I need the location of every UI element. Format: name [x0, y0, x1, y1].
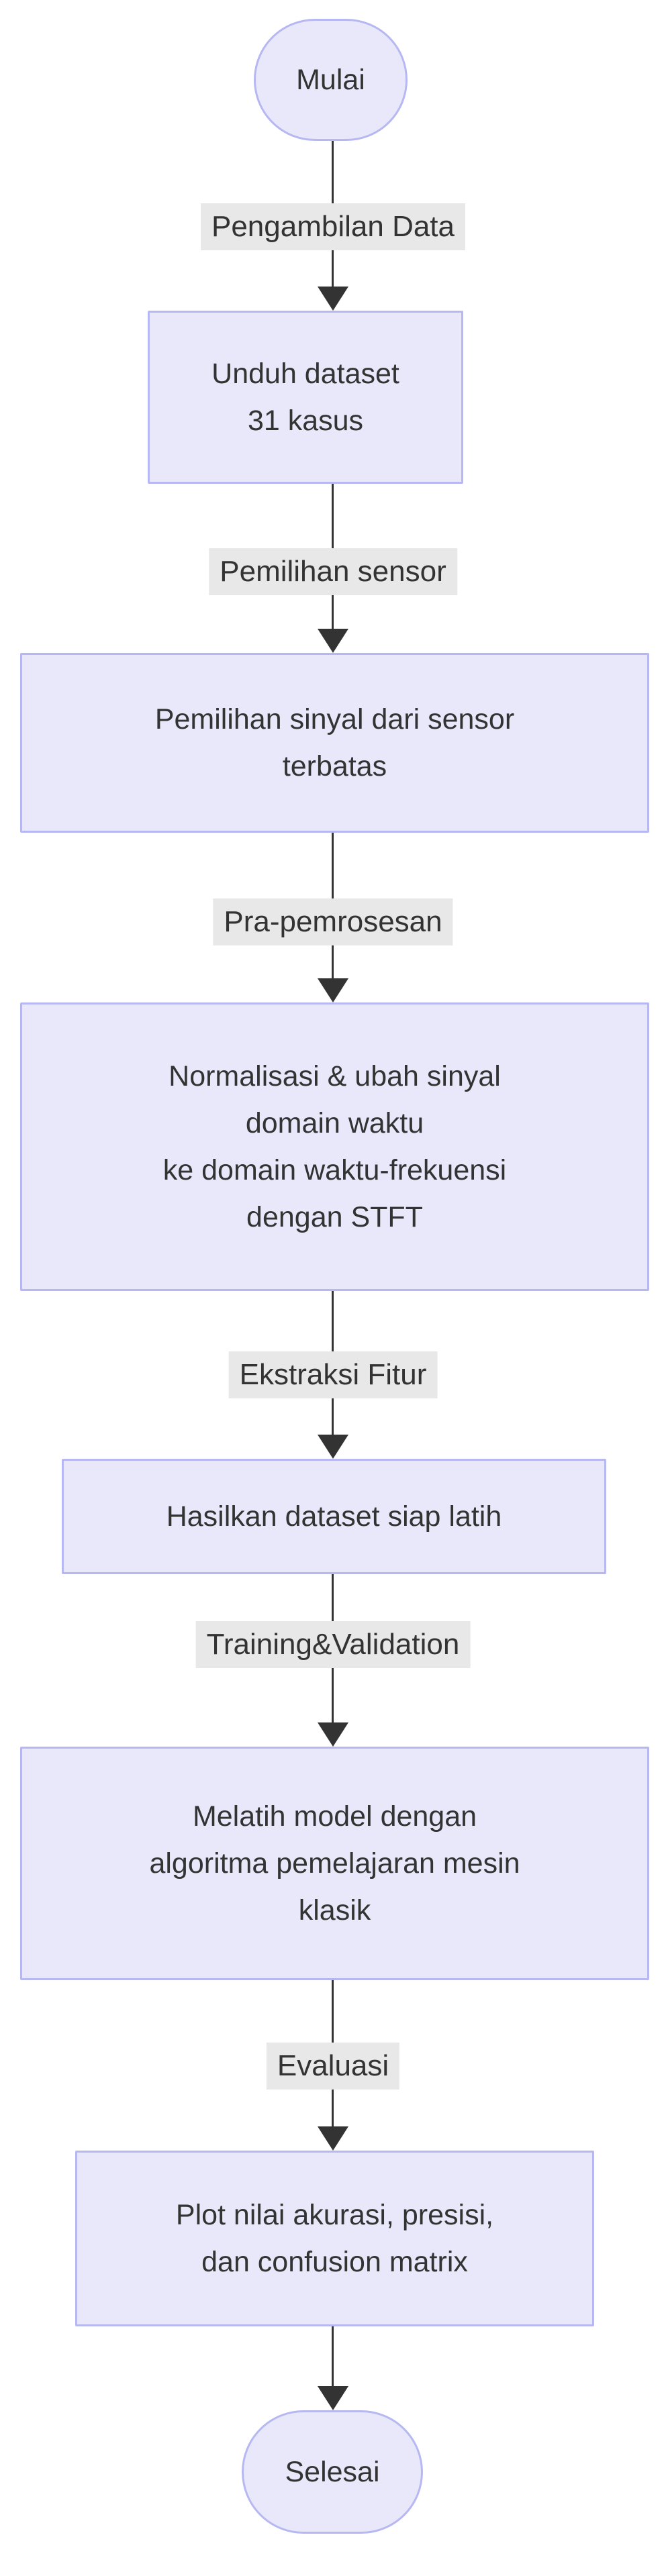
edge-line	[332, 2326, 334, 2386]
node-line: Normalisasi & ubah sinyal	[169, 1060, 501, 1092]
node-line: terbatas	[282, 750, 387, 782]
node-line: dengan STFT	[246, 1201, 423, 1233]
node-line: Plot nilai akurasi, presisi,	[175, 2199, 494, 2231]
arrowhead-down-icon	[318, 1435, 348, 1459]
node-line: 31 kasus	[247, 405, 364, 437]
edge-label-evaluasi: Evaluasi	[266, 2043, 400, 2090]
node-pemilihan-sinyal: Pemilihan sinyal dari sensor terbatas	[20, 653, 649, 833]
arrowhead-down-icon	[318, 978, 348, 1002]
node-line: Pemilihan sinyal dari sensor	[154, 703, 515, 735]
node-mulai-start: Mulai	[254, 19, 408, 141]
node-plot-evaluasi: Plot nilai akurasi, presisi, dan confusi…	[75, 2151, 594, 2326]
node-line: domain waktu	[245, 1107, 424, 1139]
edge-label-ekstraksi-fitur: Ekstraksi Fitur	[228, 1351, 438, 1398]
edge-label-pemilihan-sensor: Pemilihan sensor	[209, 548, 457, 595]
node-line: Hasilkan dataset siap latih	[166, 1500, 502, 1533]
node-label: Mulai	[296, 64, 365, 96]
node-normalisasi-stft: Normalisasi & ubah sinyal domain waktu k…	[20, 1002, 649, 1291]
node-line: algoritma pemelajaran mesin	[149, 1847, 520, 1879]
node-melatih-model: Melatih model dengan algoritma pemelajar…	[20, 1747, 649, 1980]
node-line: dan confusion matrix	[201, 2246, 468, 2278]
arrowhead-down-icon	[318, 1722, 348, 1747]
edge-label-pengambilan-data: Pengambilan Data	[200, 203, 466, 250]
node-unduh-dataset: Unduh dataset 31 kasus	[148, 311, 463, 484]
node-line: Unduh dataset	[211, 358, 399, 390]
edge-label-pra-pemrosesan: Pra-pemrosesan	[213, 898, 453, 945]
node-line: klasik	[298, 1894, 371, 1926]
node-line: Melatih model dengan	[192, 1800, 477, 1833]
arrowhead-down-icon	[318, 2126, 348, 2151]
arrowhead-down-icon	[318, 2386, 348, 2410]
edge-label-training-validation: Training&Validation	[195, 1621, 471, 1668]
node-line: ke domain waktu-frekuensi	[162, 1154, 507, 1186]
node-selesai-end: Selesai	[242, 2410, 423, 2534]
node-hasilkan-dataset: Hasilkan dataset siap latih	[62, 1459, 606, 1574]
arrowhead-down-icon	[318, 629, 348, 653]
arrowhead-down-icon	[318, 287, 348, 311]
node-label: Selesai	[285, 2456, 380, 2488]
